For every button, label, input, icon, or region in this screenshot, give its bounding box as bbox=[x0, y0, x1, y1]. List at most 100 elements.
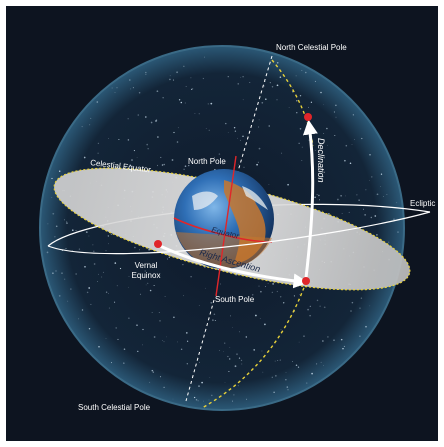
star-dot bbox=[241, 363, 243, 365]
star-dot bbox=[142, 344, 143, 346]
star-dot bbox=[305, 71, 307, 74]
star-dot bbox=[233, 126, 236, 129]
star-dot bbox=[342, 347, 344, 350]
star-dot bbox=[128, 317, 130, 319]
star-dot bbox=[333, 339, 335, 342]
star-dot bbox=[371, 176, 373, 178]
star-dot bbox=[262, 371, 264, 373]
star-dot bbox=[228, 370, 230, 373]
star-dot bbox=[276, 290, 278, 293]
star-dot bbox=[193, 396, 196, 399]
star-dot bbox=[333, 111, 335, 113]
star-dot bbox=[153, 336, 156, 338]
earth-equator-line bbox=[173, 217, 273, 243]
vernal-equinox-marker bbox=[154, 240, 162, 248]
star-dot bbox=[271, 376, 273, 378]
star-dot bbox=[52, 212, 55, 215]
star-dot bbox=[172, 398, 174, 400]
star-dot bbox=[105, 338, 107, 339]
star-dot bbox=[242, 99, 244, 101]
star-dot bbox=[210, 102, 213, 105]
star-dot bbox=[159, 376, 162, 378]
star-dot bbox=[301, 146, 303, 148]
diagram-frame: North Celestial Pole South Celestial Pol… bbox=[6, 6, 438, 441]
star-dot bbox=[184, 165, 187, 167]
star-dot bbox=[145, 73, 147, 75]
star-dot bbox=[190, 275, 192, 278]
star-dot bbox=[114, 301, 116, 303]
star-dot bbox=[136, 324, 138, 326]
star-dot bbox=[287, 183, 289, 186]
star-dot bbox=[81, 126, 83, 128]
star-dot bbox=[190, 77, 192, 79]
star-dot bbox=[299, 128, 302, 130]
star-dot bbox=[151, 274, 154, 276]
star-dot bbox=[264, 323, 266, 326]
star-dot bbox=[183, 168, 185, 171]
star-dot bbox=[105, 250, 107, 252]
star-dot bbox=[280, 328, 282, 330]
star-dot bbox=[195, 399, 198, 401]
star-dot bbox=[345, 195, 346, 197]
star-dot bbox=[253, 349, 256, 351]
star-dot bbox=[351, 144, 353, 145]
declination-label: Declination bbox=[316, 138, 326, 183]
star-dot bbox=[61, 272, 63, 274]
star-dot bbox=[142, 328, 144, 331]
star-dot bbox=[116, 87, 118, 89]
star-dot bbox=[204, 266, 206, 269]
star-dot bbox=[145, 284, 147, 286]
star-dot bbox=[213, 313, 216, 316]
star-dot bbox=[350, 310, 352, 312]
star-dot bbox=[380, 173, 383, 175]
star-dot bbox=[180, 348, 183, 351]
star-dot bbox=[161, 164, 164, 166]
star-dot bbox=[359, 307, 361, 309]
star-dot bbox=[271, 86, 274, 88]
star-dot bbox=[198, 113, 200, 115]
star-dot bbox=[337, 198, 339, 201]
star-dot bbox=[66, 221, 68, 223]
star-dot bbox=[323, 306, 326, 309]
star-dot bbox=[129, 79, 131, 81]
star-dot bbox=[354, 139, 355, 140]
declination-meridian-back bbox=[271, 59, 314, 147]
star-dot bbox=[258, 126, 260, 128]
star-dot bbox=[351, 301, 354, 304]
star-dot bbox=[208, 399, 210, 401]
star-dot bbox=[176, 141, 179, 143]
star-dot bbox=[156, 164, 159, 167]
star-dot bbox=[186, 340, 189, 342]
star-dot bbox=[388, 241, 390, 243]
star-dot bbox=[314, 149, 316, 151]
star-dot bbox=[124, 166, 126, 168]
star-dot bbox=[108, 243, 109, 245]
star-dot bbox=[265, 98, 267, 100]
star-dot bbox=[198, 385, 200, 387]
star-dot bbox=[88, 235, 90, 237]
star-dot bbox=[207, 103, 209, 105]
star-dot bbox=[257, 161, 259, 163]
star-dot bbox=[291, 87, 293, 88]
star-dot bbox=[159, 274, 161, 276]
star-dot bbox=[182, 263, 184, 266]
star-dot bbox=[286, 386, 289, 388]
star-dot bbox=[81, 309, 84, 311]
star-dot bbox=[376, 193, 379, 196]
star-dot bbox=[298, 341, 300, 343]
star-dot bbox=[249, 82, 251, 83]
celestial-sphere-diagram: North Celestial Pole South Celestial Pol… bbox=[39, 43, 435, 412]
earth-globe bbox=[174, 169, 274, 269]
star-dot bbox=[128, 276, 130, 277]
star-dot bbox=[229, 347, 231, 348]
star-dot bbox=[93, 263, 96, 265]
star-dot bbox=[340, 195, 342, 197]
star-dot bbox=[237, 137, 238, 139]
star-dot bbox=[212, 319, 214, 322]
star-dot bbox=[185, 86, 187, 87]
star-dot bbox=[160, 156, 162, 158]
star-dot bbox=[208, 129, 210, 131]
star-dot bbox=[258, 119, 260, 121]
star-dot bbox=[118, 138, 120, 141]
star-dot bbox=[279, 359, 281, 361]
